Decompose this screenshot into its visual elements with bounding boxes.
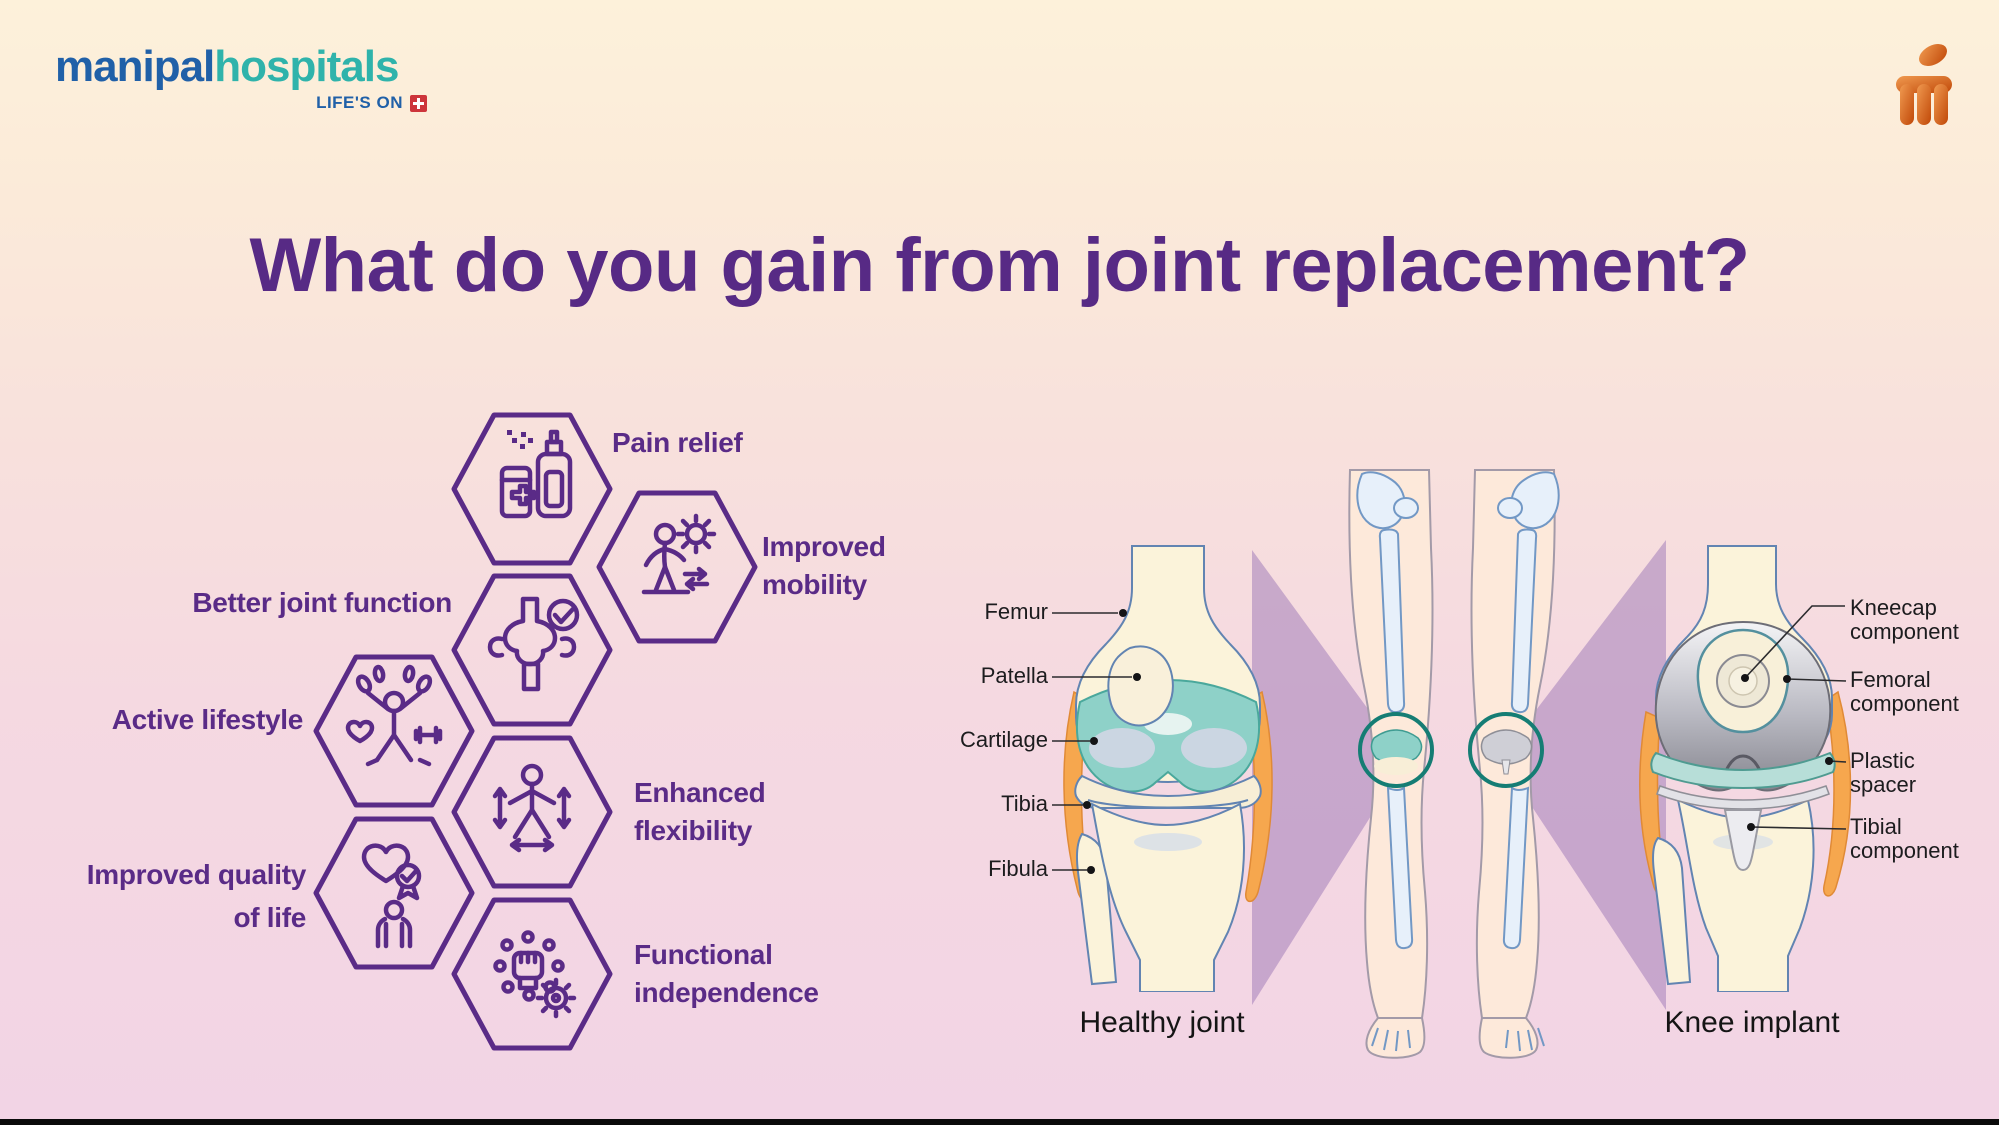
implant-knee-illustration bbox=[1639, 545, 1852, 992]
logo-word-hospitals: hospitals bbox=[214, 42, 399, 91]
label-kneecap-component: Kneecap component bbox=[1850, 595, 1959, 644]
benefit-label-improved-mobility: Improved mobility bbox=[762, 531, 886, 600]
bottom-border bbox=[0, 1119, 1999, 1125]
benefit-label-improved-quality-of-life: Improved quality of life bbox=[86, 859, 307, 933]
logo-wordmark: manipalhospitals bbox=[55, 44, 427, 90]
hexagon-improved-mobility bbox=[596, 490, 758, 644]
label-plastic-spacer: Plastic spacer bbox=[1850, 748, 1917, 797]
benefit-label-functional-independence: Functional independence bbox=[634, 939, 819, 1008]
heart-medal-person-icon bbox=[361, 843, 422, 949]
medicine-spray-icon bbox=[499, 429, 573, 519]
tagline-text: LIFE'S ON bbox=[316, 93, 403, 112]
knee-implant-caption: Knee implant bbox=[1664, 1006, 1840, 1039]
leader-lines bbox=[1052, 605, 1847, 874]
label-cartilage: Cartilage bbox=[959, 727, 1048, 752]
red-cross-icon bbox=[410, 94, 427, 112]
hexagon-improved-quality-of-life bbox=[313, 816, 475, 970]
exercising-person-icon bbox=[345, 664, 443, 767]
healthy-knee-illustration bbox=[1063, 545, 1273, 992]
hexagon-active-lifestyle bbox=[313, 654, 475, 808]
hexagon-pain-relief bbox=[451, 412, 613, 566]
benefit-label-enhanced-flexibility: Enhanced flexibility bbox=[634, 777, 766, 846]
benefit-label-better-joint-function: Better joint function bbox=[192, 587, 452, 618]
implant-knee-circle bbox=[1468, 712, 1544, 788]
healthy-knee-circle bbox=[1358, 712, 1434, 788]
manipal-tree-mark-icon bbox=[1896, 44, 1952, 125]
hexagon-better-joint-function bbox=[451, 573, 613, 727]
label-patella: Patella bbox=[980, 663, 1048, 688]
page-title: What do you gain from joint replacement? bbox=[249, 223, 1750, 308]
fist-network-gear-icon bbox=[493, 930, 577, 1019]
label-femur: Femur bbox=[984, 599, 1048, 624]
manipal-hospitals-logo: manipalhospitals LIFE'S ON bbox=[55, 44, 427, 113]
label-tibial-component: Tibial component bbox=[1850, 814, 1959, 863]
logo-word-manipal: manipal bbox=[55, 42, 215, 91]
legs-illustration bbox=[1348, 469, 1560, 1059]
hexagon-functional-independence bbox=[451, 897, 613, 1051]
benefit-label-active-lifestyle: Active lifestyle bbox=[111, 704, 304, 735]
label-fibula: Fibula bbox=[988, 856, 1048, 881]
label-femoral-component: Femoral component bbox=[1850, 667, 1959, 716]
benefit-label-pain-relief: Pain relief bbox=[612, 427, 743, 458]
logo-tagline: LIFE'S ON bbox=[55, 93, 427, 113]
person-gear-arrows-icon bbox=[641, 513, 717, 595]
joint-checkmark-icon bbox=[487, 596, 580, 692]
hexagon-enhanced-flexibility bbox=[451, 735, 613, 889]
label-tibia: Tibia bbox=[1001, 791, 1048, 816]
healthy-joint-caption: Healthy joint bbox=[1079, 1006, 1245, 1039]
stretching-person-arrows-icon bbox=[492, 763, 572, 853]
